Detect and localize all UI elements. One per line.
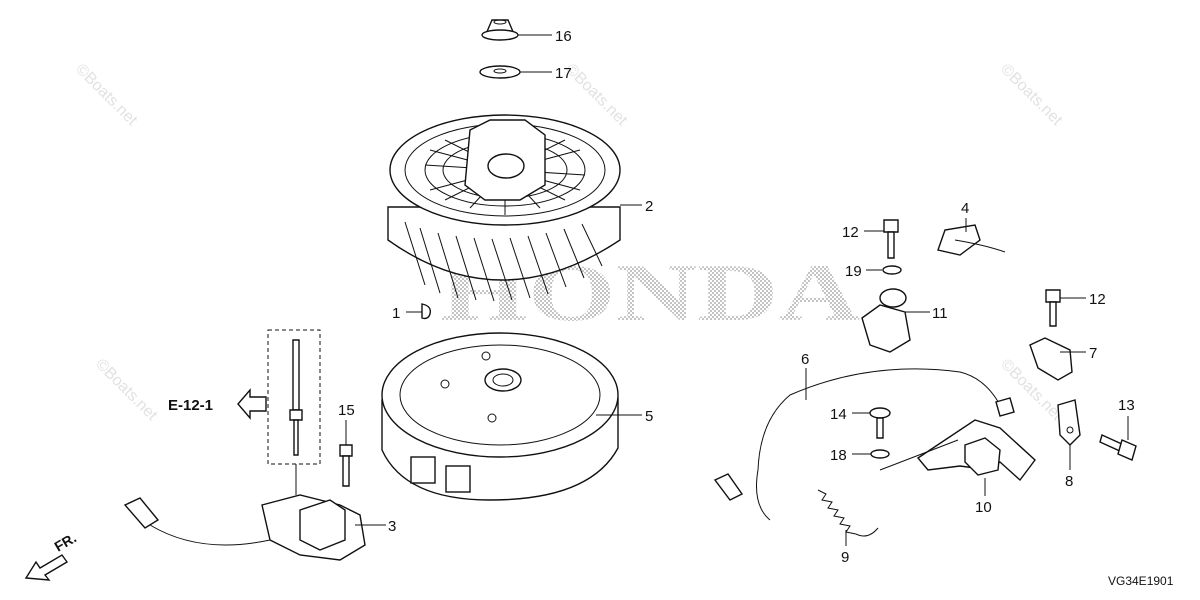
clip-part: [937, 224, 1006, 256]
callout-7: 7: [1089, 345, 1097, 362]
flange-nut-part: [481, 19, 519, 41]
callout-6: 6: [801, 351, 809, 368]
diagram-code: VG34E1901: [1108, 574, 1174, 588]
callout-4: 4: [961, 200, 969, 217]
terminal-part: [1057, 399, 1081, 446]
control-plate-part: [916, 419, 1036, 482]
watermark: ©Boats.net: [72, 61, 141, 130]
screw-part: [1099, 434, 1137, 461]
stop-switch-part: [861, 288, 911, 353]
washer-part: [870, 449, 890, 459]
callout-1: 1: [392, 305, 400, 322]
callout-2: 2: [645, 198, 653, 215]
callout-18: 18: [830, 447, 847, 464]
washer-part: [479, 65, 521, 79]
watermark: ©Boats.net: [92, 356, 161, 425]
callout-11: 11: [932, 305, 948, 322]
screw-part: [869, 407, 891, 439]
bolt-part: [1045, 289, 1061, 327]
stop-switch-wire-part: [713, 368, 1015, 521]
callout-12-left: 12: [842, 224, 859, 241]
cooling-fan-part: [387, 114, 621, 302]
flywheel-part: [381, 332, 619, 501]
callout-12-right: 12: [1089, 291, 1106, 308]
callout-19: 19: [845, 263, 862, 280]
callout-10: 10: [975, 499, 992, 516]
leader-lines: [345, 34, 1129, 546]
ignition-coil-part: [123, 494, 366, 561]
callout-16: 16: [555, 28, 572, 45]
stud-group: [267, 329, 321, 495]
reference-label: E-12-1: [168, 397, 213, 414]
bolt-part: [339, 444, 353, 487]
watermark: ©Boats.net: [562, 61, 631, 130]
callout-8: 8: [1065, 473, 1073, 490]
callouts: 16 17 2 1 5 15 3 4 12 19 11 12 7 6 13 14…: [338, 28, 1135, 566]
spring-part: [817, 489, 879, 537]
callout-17: 17: [555, 65, 572, 82]
bolt-part: [883, 219, 899, 259]
callout-3: 3: [388, 518, 396, 535]
woodruff-key-part: [421, 303, 432, 320]
callout-13: 13: [1118, 397, 1135, 414]
watermark: ©Boats.net: [997, 61, 1066, 130]
callout-15: 15: [338, 402, 355, 419]
bracket-part: [1029, 337, 1073, 381]
callout-14: 14: [830, 406, 847, 423]
direction-label: FR.: [52, 529, 80, 554]
callout-5: 5: [645, 408, 653, 425]
callout-9: 9: [841, 549, 849, 566]
reference-arrow: E-12-1: [168, 388, 267, 420]
washer-part: [882, 265, 902, 275]
front-direction-arrow: FR.: [24, 529, 80, 581]
